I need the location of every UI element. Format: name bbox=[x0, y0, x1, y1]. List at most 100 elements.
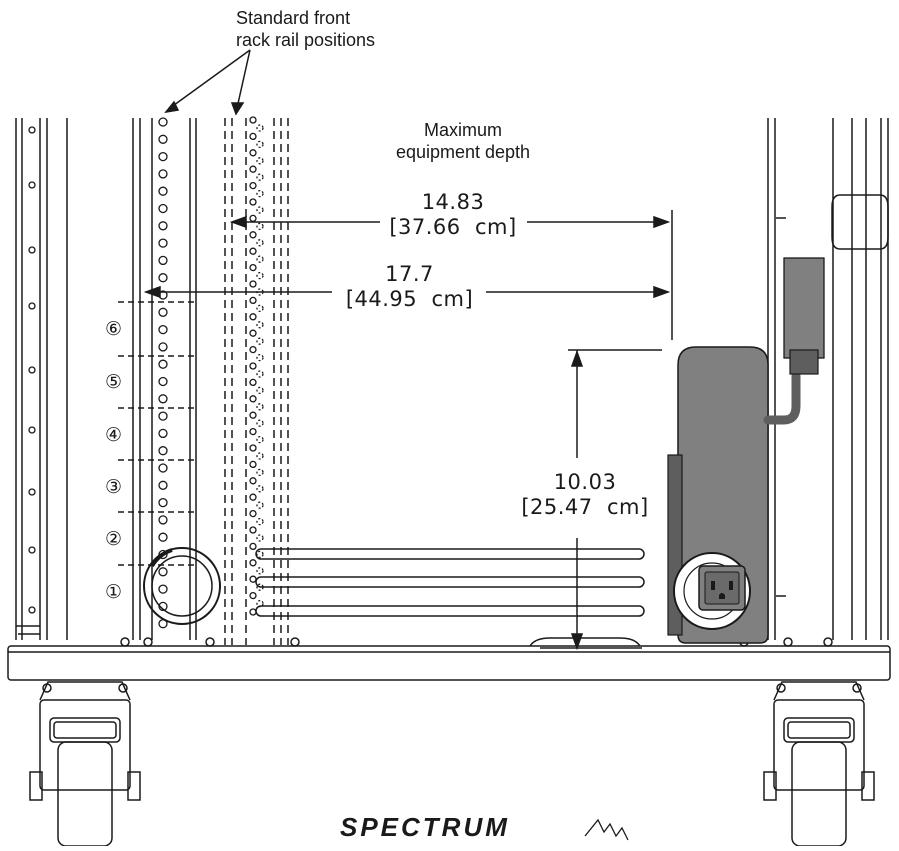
brand-signal-mark bbox=[584, 818, 629, 841]
rail-hole bbox=[256, 550, 264, 559]
rail-hole bbox=[158, 221, 168, 231]
rail-hole bbox=[256, 222, 264, 231]
rail-hole bbox=[158, 601, 168, 612]
dimension-10-03-inches: 10.03 bbox=[553, 470, 617, 494]
frame-hole bbox=[28, 181, 36, 189]
rail-hole bbox=[249, 296, 257, 305]
left-caster bbox=[29, 681, 141, 847]
position-marker-2: ② bbox=[105, 528, 123, 550]
rail-hole bbox=[256, 173, 264, 181]
rail-hole bbox=[256, 485, 264, 493]
dimension-10-03-cm: [25.47 cm] bbox=[521, 495, 649, 520]
spectrum-logo: SPECTRUM bbox=[340, 812, 510, 842]
rail-hole bbox=[249, 395, 257, 403]
rail-hole bbox=[256, 271, 264, 280]
dimension-17-7-cm: [44.95 cm] bbox=[345, 287, 474, 312]
rail-hole bbox=[158, 497, 168, 508]
rail-hole bbox=[256, 435, 264, 444]
rail-hole bbox=[249, 345, 257, 354]
frame-hole bbox=[28, 426, 36, 434]
rail-hole bbox=[158, 567, 168, 577]
rail-hole bbox=[158, 446, 168, 456]
dimension-14-83-label: 14.83 [37.66 cm] bbox=[378, 190, 528, 240]
rail-hole bbox=[249, 263, 257, 272]
rail-hole bbox=[256, 337, 264, 345]
right-caster bbox=[763, 681, 875, 847]
frame-hole bbox=[28, 488, 36, 496]
max-depth-label-line2: equipment depth bbox=[395, 141, 531, 162]
rail-hole bbox=[158, 134, 168, 144]
rail-hole bbox=[158, 273, 168, 283]
rail-hole bbox=[256, 140, 264, 149]
rail-hole bbox=[158, 480, 168, 490]
pdu-unit bbox=[667, 257, 825, 644]
rail-hole bbox=[158, 342, 168, 352]
rail-hole bbox=[249, 608, 257, 616]
horizontal-rods bbox=[255, 548, 645, 617]
rail-positions-label-line1: Standard front bbox=[236, 8, 351, 28]
rail-hole bbox=[256, 501, 264, 509]
rail-hole bbox=[249, 214, 257, 223]
left-frame bbox=[15, 118, 68, 640]
rail-hole bbox=[256, 206, 264, 214]
rail-hole bbox=[249, 362, 257, 370]
rail-hole bbox=[158, 532, 168, 542]
rail-hole bbox=[158, 411, 168, 421]
rail-hole bbox=[249, 444, 257, 452]
dimension-10-03-label: 10.03 [25.47 cm] bbox=[520, 470, 650, 520]
rail-hole bbox=[256, 599, 264, 608]
rail-hole bbox=[158, 186, 168, 196]
max-depth-label: Maximum equipment depth bbox=[388, 120, 538, 163]
rail-hole bbox=[249, 559, 257, 567]
rail-hole bbox=[256, 370, 264, 378]
frame-hole bbox=[28, 302, 36, 310]
rail-hole bbox=[256, 189, 264, 198]
rail-hole bbox=[249, 575, 257, 583]
rail-hole bbox=[256, 353, 264, 362]
rail-hole bbox=[249, 509, 257, 518]
rail-hole bbox=[256, 534, 264, 542]
frame-hole bbox=[28, 546, 36, 554]
rail-hole bbox=[256, 583, 264, 591]
left-rail-column bbox=[132, 118, 197, 640]
rail-hole bbox=[158, 394, 168, 404]
rail-hole bbox=[249, 427, 257, 436]
dimension-17-7-inches: 17.7 bbox=[385, 262, 434, 286]
rail-hole bbox=[249, 542, 257, 551]
rail-hole bbox=[249, 165, 257, 173]
rail-hole bbox=[256, 419, 264, 427]
rail-hole bbox=[158, 238, 168, 248]
rail-positions-label: Standard front rack rail positions bbox=[236, 8, 375, 51]
second-rail-column bbox=[224, 118, 289, 645]
rail-hole bbox=[249, 591, 257, 600]
rail-hole bbox=[249, 181, 257, 190]
dimension-lines bbox=[143, 49, 673, 651]
rail-hole bbox=[249, 280, 257, 288]
frame-hole bbox=[28, 126, 36, 134]
rail-hole bbox=[256, 468, 264, 477]
left-grommet bbox=[143, 547, 221, 625]
rail-hole bbox=[158, 169, 168, 179]
rail-hole bbox=[256, 157, 264, 165]
rail-hole bbox=[256, 452, 264, 460]
position-marker-6: ⑥ bbox=[105, 318, 123, 340]
max-depth-label-line1: Maximum bbox=[423, 120, 502, 140]
rail-position-dashes bbox=[118, 301, 198, 566]
frame-hole bbox=[28, 246, 36, 254]
base-plate bbox=[7, 637, 891, 681]
position-marker-5: ⑤ bbox=[105, 371, 123, 393]
rail-hole bbox=[158, 376, 168, 387]
rail-holes bbox=[28, 116, 264, 629]
rail-hole bbox=[158, 117, 168, 127]
rail-hole bbox=[158, 359, 168, 369]
rail-hole bbox=[158, 463, 168, 473]
frame-hole bbox=[28, 366, 36, 374]
rail-hole bbox=[256, 386, 264, 395]
rail-hole bbox=[249, 378, 257, 387]
rail-hole bbox=[158, 324, 168, 335]
rail-hole bbox=[256, 304, 264, 313]
rail-hole bbox=[249, 411, 257, 419]
frame-hole bbox=[28, 606, 36, 614]
rail-hole bbox=[249, 329, 257, 337]
